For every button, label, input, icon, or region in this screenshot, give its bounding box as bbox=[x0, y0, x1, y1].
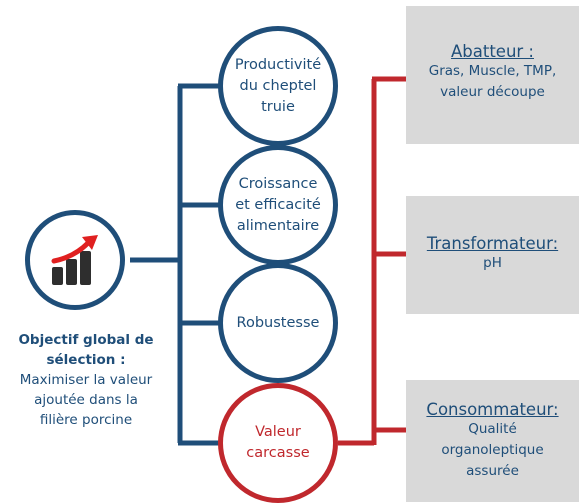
stakeholder-detail: Gras, Muscle, TMP, valeur découpe bbox=[428, 63, 557, 100]
criterion-growth-efficiency: Croissance et efficacité alimentaire bbox=[218, 145, 338, 265]
objective-body-line: Maximiser la valeur bbox=[19, 372, 153, 388]
stakeholder-transformateur: Transformateur: pH bbox=[406, 196, 579, 314]
criterion-label: Robustesse bbox=[236, 314, 320, 331]
stakeholder-title: Consommateur: bbox=[426, 400, 559, 419]
objective-body-line: filière porcine bbox=[39, 412, 133, 428]
objective-title-line: sélection : bbox=[46, 352, 126, 368]
criterion-label: Valeur carcasse bbox=[246, 424, 310, 461]
stakeholder-abatteur: Abatteur : Gras, Muscle, TMP, valeur déc… bbox=[406, 6, 579, 144]
criterion-robustness: Robustesse bbox=[218, 263, 338, 383]
objective-circle bbox=[25, 210, 125, 310]
stakeholder-detail: pH bbox=[483, 255, 502, 271]
objective-body-line: ajoutée dans la bbox=[34, 392, 138, 408]
stakeholder-consommateur: Consommateur: Qualité organoleptique ass… bbox=[406, 380, 579, 502]
stakeholder-title: Abatteur : bbox=[450, 42, 534, 61]
stakeholder-detail: Qualité organoleptique assurée bbox=[441, 421, 544, 479]
objective-title-line: Objectif global de bbox=[18, 332, 154, 348]
growth-chart-icon bbox=[51, 235, 98, 285]
criterion-carcass-value: Valeur carcasse bbox=[218, 383, 338, 503]
stakeholder-title: Transformateur: bbox=[426, 234, 559, 253]
objective-text: Objectif global de sélection : Maximiser… bbox=[0, 330, 172, 430]
criterion-label: Croissance et efficacité alimentaire bbox=[235, 175, 321, 234]
criterion-productivity: Productivité du cheptel truie bbox=[218, 26, 338, 146]
criterion-label: Productivité du cheptel truie bbox=[234, 56, 322, 115]
